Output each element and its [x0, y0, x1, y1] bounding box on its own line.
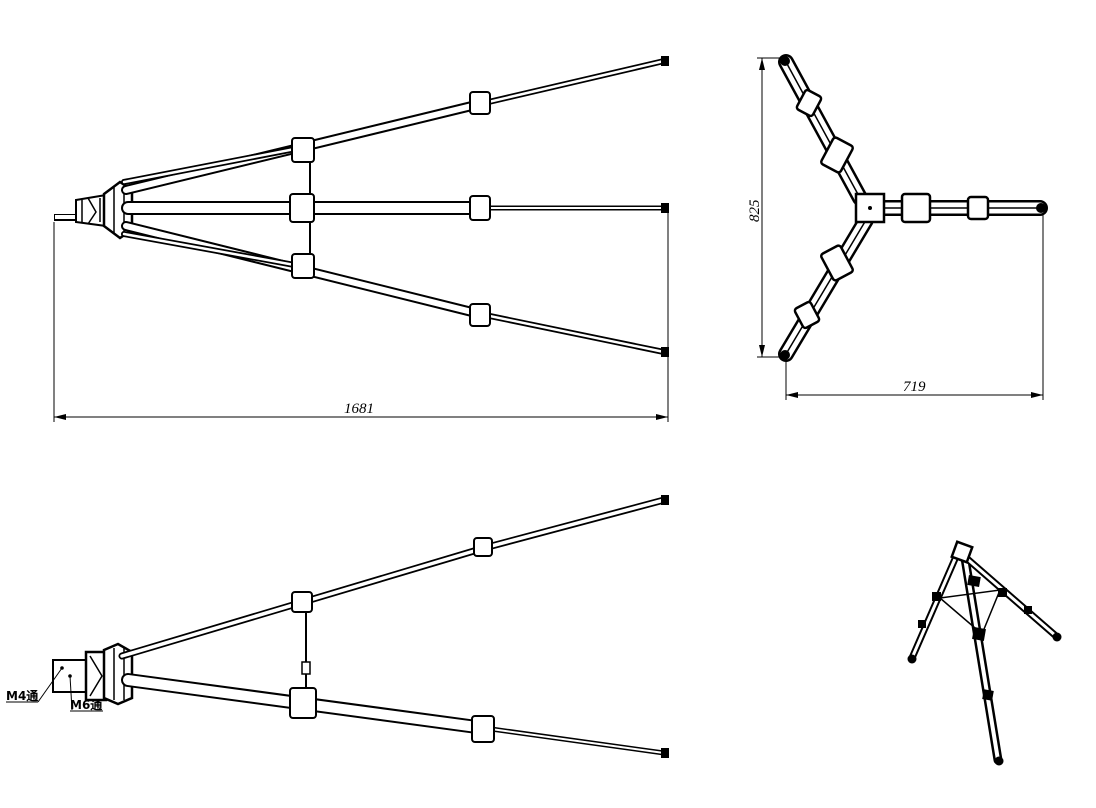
- top-view: 825 719: [747, 54, 1048, 400]
- alt-leg-lower: [121, 673, 667, 756]
- isometric-view: [907, 540, 1062, 766]
- callout-m6: M6通: [70, 697, 102, 712]
- tripod-head: [54, 180, 134, 240]
- top-view-arm-lower: [778, 212, 874, 362]
- leg-feet: [661, 56, 669, 357]
- alt-side-view: M4通 M6通: [6, 495, 669, 758]
- leg-lower: [121, 221, 667, 355]
- isometric-feet: [907, 632, 1062, 766]
- dimension-label-719: 719: [903, 379, 926, 395]
- dimension-overall-length: 1681: [53, 212, 669, 422]
- alt-leg-upper: [118, 496, 668, 660]
- leg-clamps: [289, 91, 491, 327]
- top-view-clamps: [793, 88, 990, 330]
- dimension-label-1681: 1681: [344, 401, 374, 417]
- callout-m4: M4通: [6, 688, 38, 703]
- dimension-footprint-width: 719: [785, 214, 1044, 400]
- alt-leg-clamps: [289, 537, 495, 743]
- hole-callouts: M4通 M6通: [6, 667, 103, 712]
- dimension-footprint-height: 825: [747, 57, 782, 358]
- leg-upper: [121, 58, 667, 195]
- mount-plate: [52, 642, 134, 706]
- isometric-head: [950, 540, 974, 564]
- top-view-feet: [780, 56, 1046, 360]
- side-view: 1681: [53, 56, 669, 422]
- top-view-arm-upper: [778, 54, 868, 206]
- alt-leg-feet: [661, 495, 669, 758]
- dimension-label-825: 825: [747, 199, 763, 222]
